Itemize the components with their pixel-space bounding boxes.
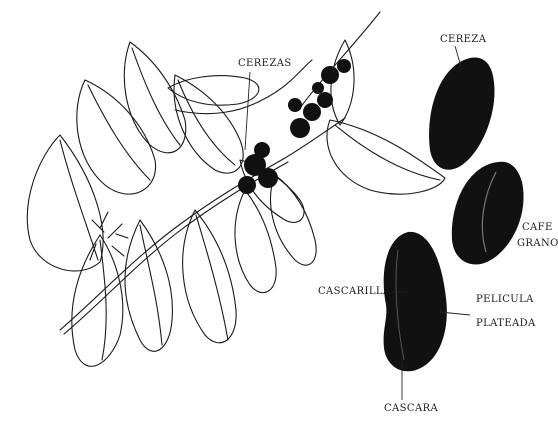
- leaf: [125, 220, 172, 351]
- coffee-husk: [384, 232, 447, 371]
- leaf: [271, 175, 317, 265]
- label-pelicula: PELICULA: [476, 294, 534, 305]
- label-cereza: CEREZA: [440, 34, 486, 45]
- cherry-whole: [429, 58, 494, 170]
- leaf: [235, 190, 276, 293]
- coffee-bean: [452, 162, 524, 265]
- label-cerezas: CEREZAS: [238, 58, 292, 69]
- leaf: [174, 75, 243, 173]
- label-cascarilla: CASCARILLA: [318, 286, 391, 297]
- leader-cerezas: [245, 72, 250, 150]
- leaf: [183, 210, 236, 343]
- label-plateada: PLATEADA: [476, 318, 536, 329]
- leaf: [168, 76, 259, 106]
- leaf: [27, 135, 103, 271]
- label-cascara: CASCARA: [384, 403, 438, 414]
- leaf: [124, 42, 185, 153]
- cherry-cluster: [238, 59, 351, 194]
- label-cafe: CAFE: [522, 222, 553, 233]
- label-grano: GRANO: [517, 238, 558, 249]
- leaf: [327, 120, 445, 194]
- leaf: [72, 235, 123, 366]
